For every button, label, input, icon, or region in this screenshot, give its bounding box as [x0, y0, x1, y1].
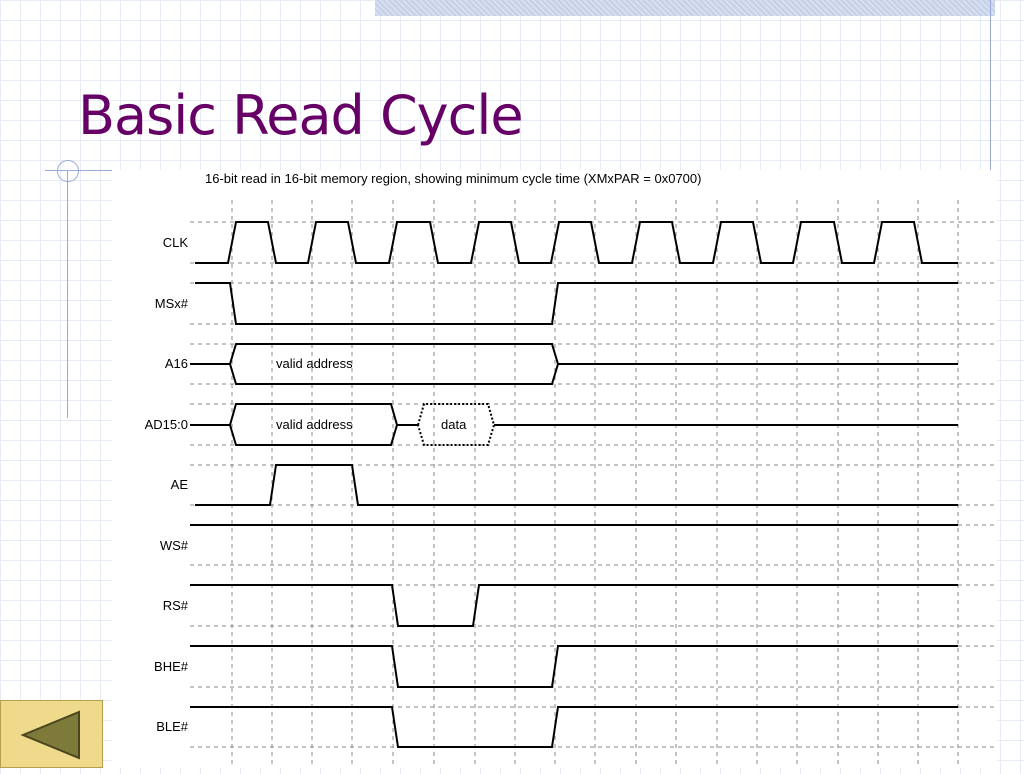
decorative-circle — [57, 160, 79, 182]
signal-label-bhe: BHE# — [154, 659, 189, 674]
decorative-vertical-line — [990, 0, 991, 172]
signal-label-ae: AE — [171, 477, 189, 492]
signal-label-ws: WS# — [160, 538, 189, 553]
waveform-ae — [195, 464, 958, 506]
waveform-ble — [190, 706, 958, 748]
signal-label-clk: CLK — [163, 235, 189, 250]
waveform-ad-data — [416, 403, 496, 446]
a16-valid-address-text: valid address — [276, 356, 353, 371]
back-button[interactable] — [0, 700, 103, 768]
signal-label-msx: MSx# — [155, 296, 189, 311]
ad-data-text: data — [441, 417, 467, 432]
signal-label-ble: BLE# — [156, 719, 189, 734]
waveform-msx — [195, 282, 958, 325]
waveform-rs — [190, 584, 958, 627]
signal-label-a16: A16 — [165, 356, 188, 371]
waveform-clk — [195, 221, 958, 264]
ad-valid-address-text: valid address — [276, 417, 353, 432]
grid — [190, 200, 995, 768]
diagram-caption: 16-bit read in 16-bit memory region, sho… — [205, 171, 702, 186]
decorative-vertical-line — [67, 170, 68, 418]
slide-title: Basic Read Cycle — [78, 84, 524, 147]
signal-label-ad15: AD15:0 — [145, 417, 188, 432]
triangle-left-icon — [20, 710, 80, 760]
waveform-bhe — [190, 645, 958, 688]
top-decorative-band — [375, 0, 995, 16]
signal-label-rs: RS# — [163, 598, 189, 613]
